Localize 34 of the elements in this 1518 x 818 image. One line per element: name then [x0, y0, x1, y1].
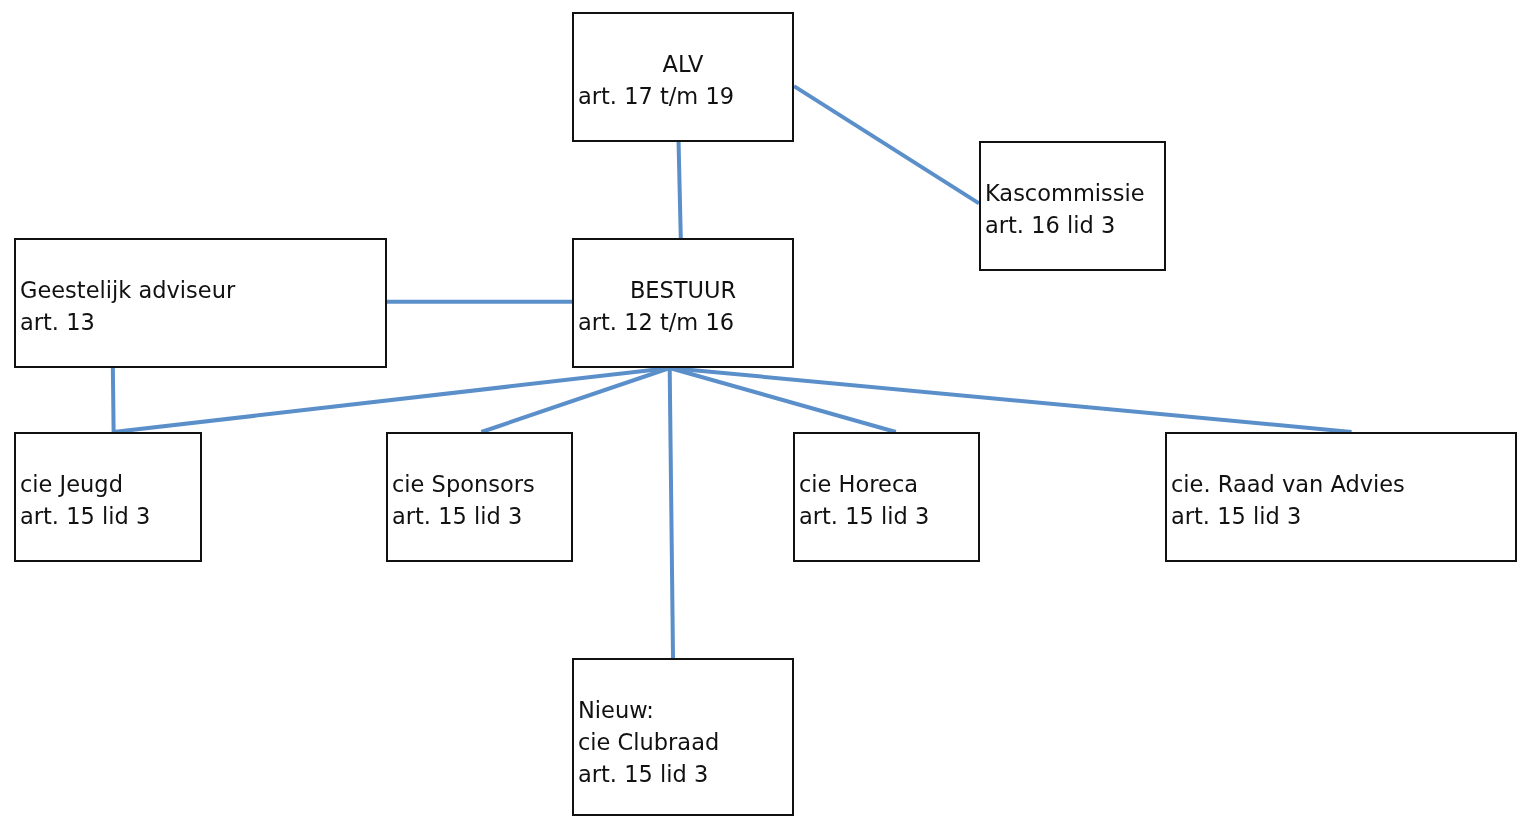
org-box — [386, 432, 573, 562]
connector-line — [480, 366, 671, 434]
box-heading: cie Horeca — [799, 470, 919, 499]
box-heading: Geestelijk adviseur — [20, 276, 236, 305]
box-heading: cie Sponsors — [392, 470, 535, 499]
connector-line — [792, 84, 981, 206]
org-box — [14, 432, 202, 562]
org-box — [572, 238, 794, 368]
org-box — [1165, 432, 1517, 562]
box-text: art. 15 lid 3 — [392, 502, 523, 531]
box-text: art. 15 lid 3 — [578, 760, 709, 789]
box-heading: Kascommissie — [985, 179, 1145, 208]
box-text: art. 17 t/m 19 — [578, 82, 735, 111]
box-text: art. 12 t/m 16 — [578, 308, 735, 337]
connector-line — [387, 299, 572, 304]
org-box — [793, 432, 980, 562]
org-box — [979, 141, 1166, 271]
connector-line — [667, 367, 675, 659]
box-heading: BESTUUR — [629, 276, 737, 305]
connector-line — [676, 141, 683, 239]
org-box — [14, 238, 387, 368]
box-text: art. 15 lid 3 — [20, 502, 151, 531]
box-text: art. 15 lid 3 — [799, 502, 930, 531]
box-heading: Nieuw: — [578, 696, 654, 725]
box-heading: cie Jeugd — [20, 470, 123, 499]
box-text: art. 16 lid 3 — [985, 211, 1116, 240]
box-heading: cie. Raad van Advies — [1171, 470, 1405, 499]
org-box — [572, 12, 794, 142]
box-text: art. 15 lid 3 — [1171, 502, 1302, 531]
box-text: art. 13 — [20, 308, 95, 337]
box-text: cie Clubraad — [578, 728, 720, 757]
connector-line — [110, 367, 116, 433]
org-box — [572, 658, 794, 816]
box-heading: ALV — [662, 50, 704, 79]
